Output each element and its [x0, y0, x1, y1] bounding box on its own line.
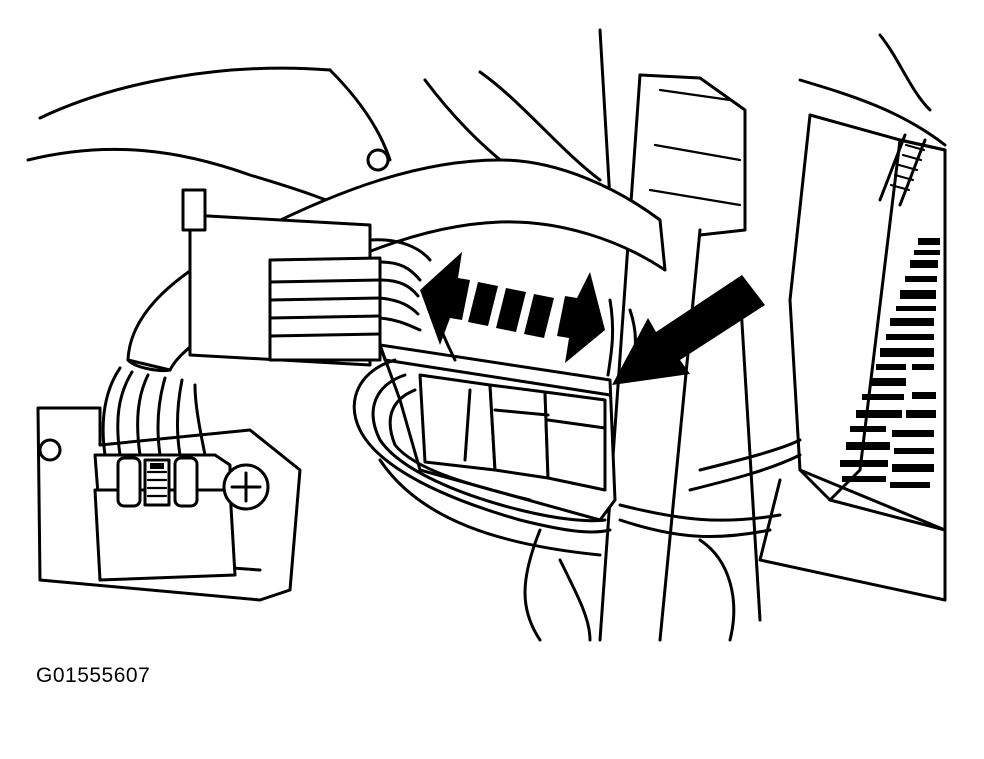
barcode-label: [840, 238, 940, 488]
left-wires: [101, 366, 207, 457]
ribbed-cable: [878, 133, 927, 207]
figure-id-label: G01555607: [36, 664, 151, 687]
upper-connector: [181, 148, 390, 367]
control-module: [758, 113, 947, 602]
upper-connector-wires: [368, 238, 432, 332]
screw-icon: [222, 463, 270, 511]
double-headed-arrow-icon: [420, 252, 605, 363]
left-connector: [93, 453, 237, 582]
wiring-harness-illustration: [26, 28, 947, 642]
central-wires: [352, 358, 802, 642]
mounting-bracket: [523, 73, 762, 642]
pointer-arrow-icon: [612, 275, 765, 385]
central-connector: [378, 343, 617, 522]
